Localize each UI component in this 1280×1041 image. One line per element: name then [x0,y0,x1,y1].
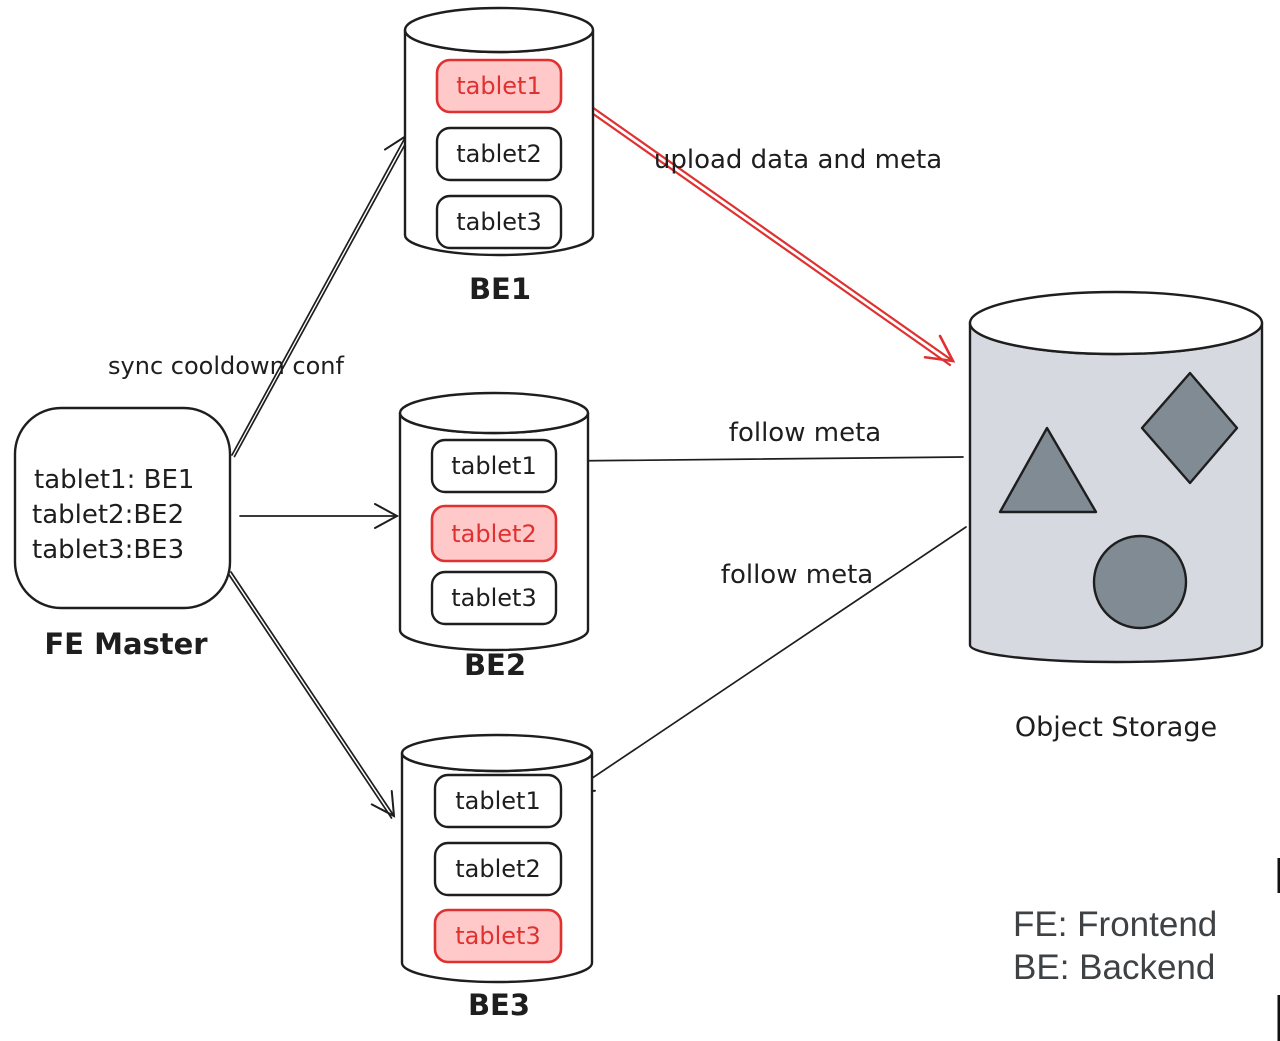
legend: FE: Frontend BE: Backend [1013,905,1217,987]
be3-label: BE3 [468,988,530,1022]
edge-sync-to-be3-shadow [227,573,393,819]
fe-master-mapping-line: tablet1: BE1 [34,465,194,495]
be3-tablet3-label: tablet3 [455,922,540,950]
be3-tablet2-label: tablet2 [455,855,540,883]
be3-tablet3-box [433,908,563,964]
legend-be: BE: Backend [1013,948,1215,987]
edge-sync-to-be1-shadow [233,138,409,458]
edge-upload-shadow [560,90,952,367]
be1-tablet1-box [435,58,563,114]
triangle-icon [998,426,1098,514]
legend-fe: FE: Frontend [1013,905,1217,944]
edge-sync-to-be3 [230,571,396,818]
be1-cylinder-top [403,6,595,54]
fe-master-label: FE Master [44,627,208,661]
circle-icon [1092,534,1188,630]
edge-upload [563,86,956,363]
be2-tablet2-box [430,504,558,563]
fe-master-node: tablet1: BE1 tablet2:BE2 tablet3:BE3 FE … [13,406,232,661]
follow-meta-label-2: follow meta [721,560,873,590]
edge-sync-to-be1 [231,134,407,456]
diamond-icon [1140,371,1239,485]
be2-node: tablet1 tablet2 tablet3 BE2 [398,391,590,682]
follow-meta-label-1: follow meta [729,418,881,448]
fe-master-mapping-line: tablet3:BE3 [32,535,184,565]
edge-follow-meta-to-be2 [561,447,964,474]
be1-label: BE1 [469,272,531,306]
upload-data-and-meta-label: upload data and meta [654,145,942,175]
screen-edge-artifact [1277,858,1280,893]
be1-tablet3-label: tablet3 [456,208,541,236]
be3-tablet2-box [433,841,563,897]
be2-label: BE2 [464,648,526,682]
edge-labels-layer: sync cooldown conf upload data and meta … [108,145,942,590]
object-storage-node: Object Storage [968,290,1264,743]
be1-tablet1-label: tablet1 [456,72,541,100]
be3-cylinder-top [400,733,594,773]
object-storage-label: Object Storage [1015,712,1217,743]
be1-node: tablet1 tablet2 tablet3 BE1 [403,6,595,306]
be2-tablet2-label: tablet2 [451,520,536,548]
screen-edge-artifact [1277,995,1280,1041]
be2-tablet3-label: tablet3 [451,584,536,612]
object-storage-cylinder-top [968,290,1264,356]
be3-node: tablet1 tablet2 tablet3 BE3 [400,733,594,1022]
be1-tablet2-label: tablet2 [456,140,541,168]
fe-master-mapping-line: tablet2:BE2 [32,500,184,530]
be2-tablet1-label: tablet1 [451,452,536,480]
be3-tablet1-label: tablet1 [455,787,540,815]
fe-master-box [13,406,232,610]
be1-tablet3-box [435,194,563,250]
edge-follow-meta-to-be3 [568,526,967,795]
be2-tablet3-box [430,570,558,626]
be1-tablet2-box [435,126,563,182]
be2-cylinder-top [398,391,590,435]
edges-layer [227,86,967,819]
sync-cooldown-conf-label: sync cooldown conf [108,352,344,380]
be2-tablet1-box [430,438,558,494]
be3-tablet1-box [433,773,563,829]
